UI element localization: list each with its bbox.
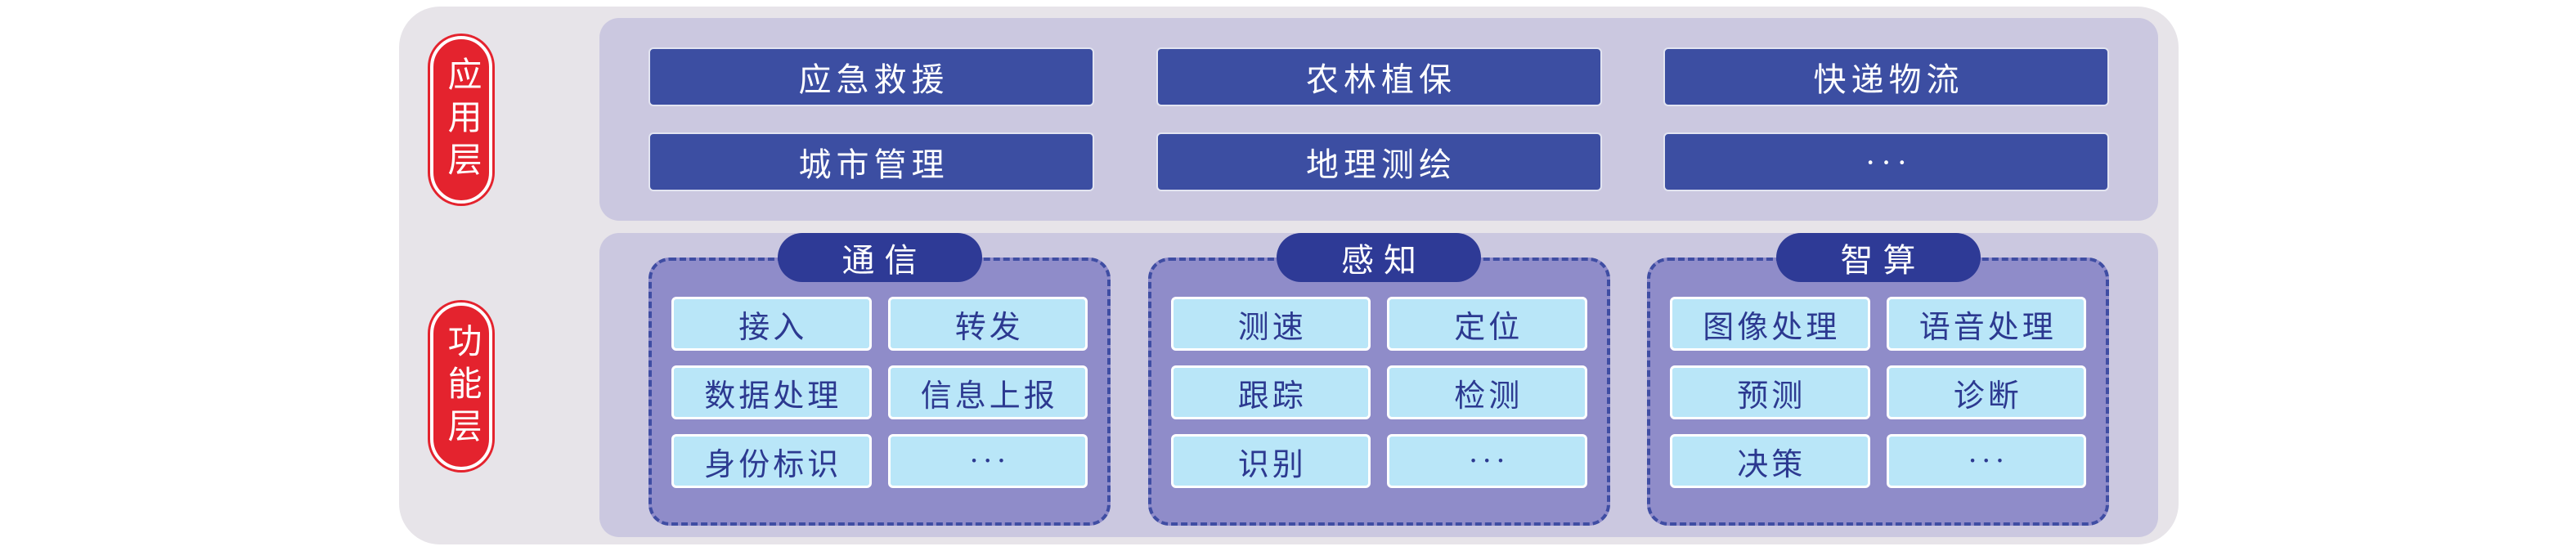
app-box-agriculture-forestry: 农林植保 [1156, 47, 1602, 106]
group-intelligent-computing-panel: 图像处理 语音处理 预测 诊断 决策 ··· [1647, 258, 2109, 526]
item-access: 接入 [671, 297, 872, 351]
group-perception: 感知 测速 定位 跟踪 检测 识别 ··· [1147, 233, 1610, 537]
architecture-panel: 应用层 功能层 应急救援 农林植保 快递物流 城市管理 地理测绘 ··· 通信 … [399, 7, 2179, 544]
item-speech-processing: 语音处理 [1886, 297, 2086, 351]
app-box-geographic-surveying: 地理测绘 [1156, 132, 1602, 191]
application-row-1: 应急救援 农林植保 快递物流 [648, 47, 2109, 106]
item-forwarding: 转发 [887, 297, 1088, 351]
group-communication-panel: 接入 转发 数据处理 信息上报 身份标识 ··· [648, 258, 1111, 526]
item-perception-more: ··· [1387, 434, 1587, 488]
group-perception-panel: 测速 定位 跟踪 检测 识别 ··· [1147, 258, 1610, 526]
group-communication-header: 通信 [777, 233, 982, 282]
layer-label-application: 应用层 [430, 36, 492, 204]
group-intelligent-computing: 智算 图像处理 语音处理 预测 诊断 决策 ··· [1647, 233, 2109, 537]
function-layer-section: 通信 接入 转发 数据处理 信息上报 身份标识 ··· 感知 测速 定位 跟踪 … [599, 233, 2158, 537]
item-data-processing: 数据处理 [671, 365, 872, 419]
item-decision: 决策 [1670, 434, 1870, 488]
item-speed-measurement: 测速 [1170, 297, 1371, 351]
item-diagnosis: 诊断 [1886, 365, 2086, 419]
item-info-reporting: 信息上报 [887, 365, 1088, 419]
item-tracking: 跟踪 [1170, 365, 1371, 419]
group-perception-header: 感知 [1277, 233, 1481, 282]
layer-label-function-text: 功能层 [442, 322, 480, 450]
layer-label-application-text: 应用层 [442, 56, 480, 184]
layer-label-function: 功能层 [430, 302, 492, 470]
group-intelligent-computing-header: 智算 [1775, 233, 1981, 282]
item-recognition: 识别 [1170, 434, 1371, 488]
item-computing-more: ··· [1886, 434, 2086, 488]
application-layer-section: 应急救援 农林植保 快递物流 城市管理 地理测绘 ··· [599, 18, 2158, 221]
app-box-emergency-rescue: 应急救援 [648, 47, 1094, 106]
app-box-more: ··· [1663, 132, 2109, 191]
app-box-city-management: 城市管理 [648, 132, 1094, 191]
item-image-processing: 图像处理 [1670, 297, 1870, 351]
group-communication: 通信 接入 转发 数据处理 信息上报 身份标识 ··· [648, 233, 1111, 537]
app-box-express-logistics: 快递物流 [1663, 47, 2109, 106]
item-prediction: 预测 [1670, 365, 1870, 419]
item-positioning: 定位 [1387, 297, 1587, 351]
item-communication-more: ··· [887, 434, 1088, 488]
item-identity: 身份标识 [671, 434, 872, 488]
item-detection: 检测 [1387, 365, 1587, 419]
application-row-2: 城市管理 地理测绘 ··· [648, 132, 2109, 191]
